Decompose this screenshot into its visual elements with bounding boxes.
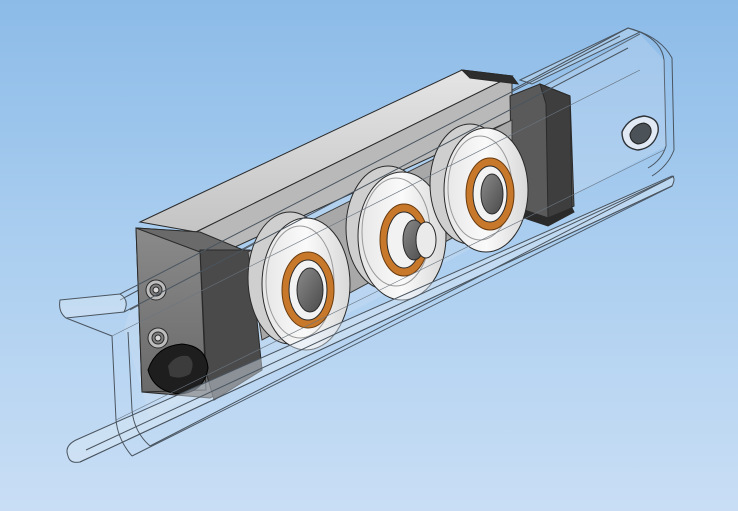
roller-middle: [345, 165, 447, 301]
rail-channel-front: [59, 35, 675, 463]
roller-left: [247, 211, 351, 351]
bolt-hole-upper: [145, 279, 167, 301]
roller-right: [429, 123, 529, 253]
bolt-hole-lower: [147, 327, 169, 349]
